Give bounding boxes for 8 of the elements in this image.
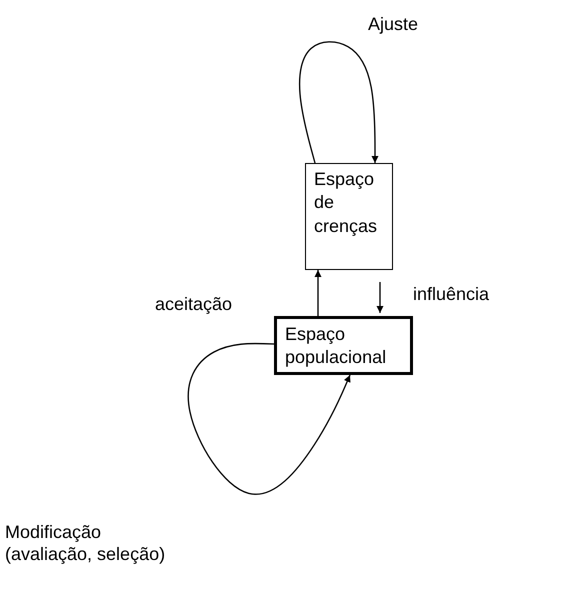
process-box: Espaço populacional <box>274 316 413 375</box>
arrow <box>188 342 351 495</box>
edge-label: aceitação <box>155 294 232 316</box>
arrow <box>376 282 384 313</box>
process-box: Espaço de crenças <box>305 163 393 270</box>
arrow <box>298 41 378 164</box>
edge-label: Ajuste <box>368 14 418 36</box>
arrow <box>314 270 322 316</box>
